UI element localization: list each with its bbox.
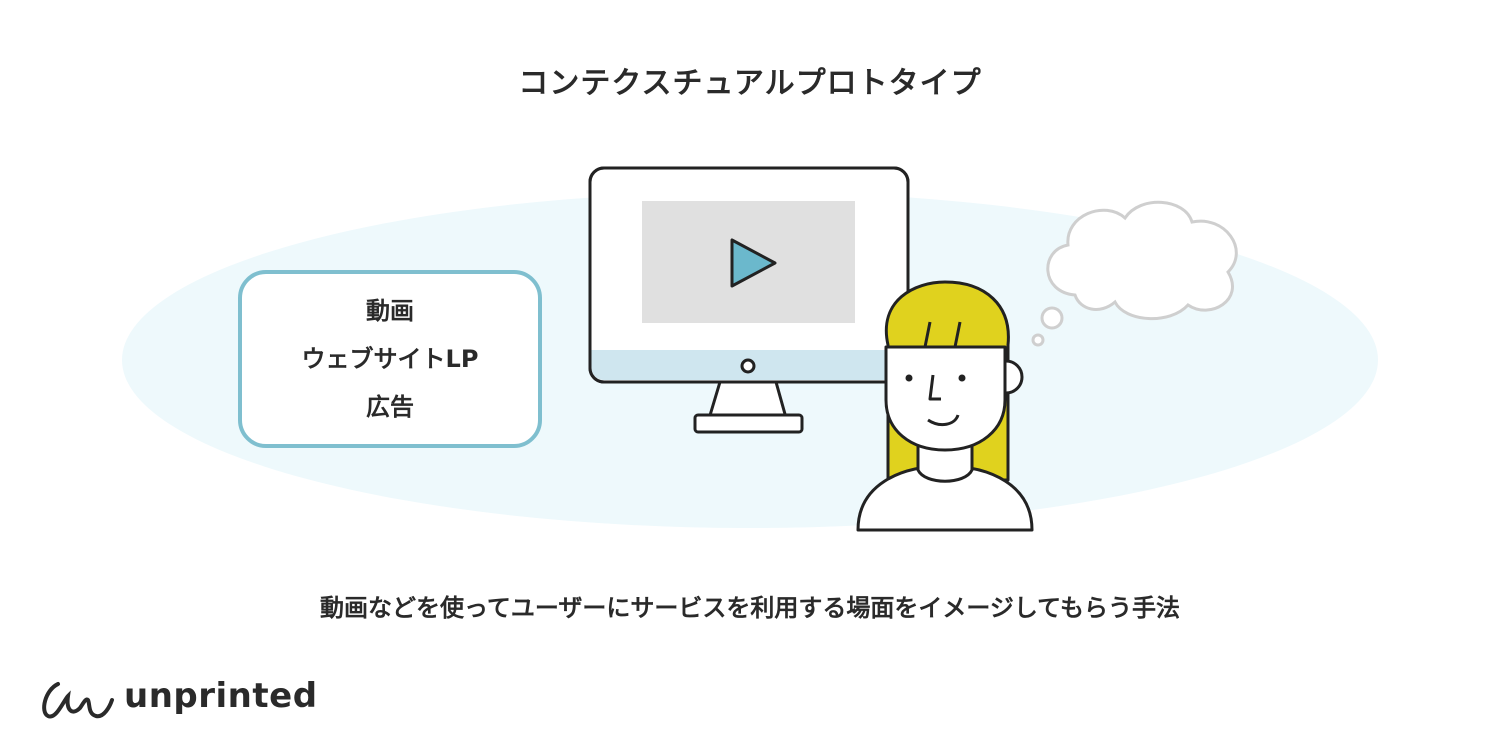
play-icon [730, 238, 777, 288]
logo-text: unprinted [124, 676, 318, 716]
media-type-video: 動画 [366, 297, 414, 325]
media-type-ad: 広告 [366, 393, 414, 421]
logo-mark-icon [42, 682, 114, 719]
person-icon [856, 280, 1034, 532]
page-title: コンテクスチュアルプロトタイプ [518, 66, 982, 101]
media-type-website-lp: ウェブサイトLP [301, 345, 479, 373]
logo: unprinted [38, 676, 318, 716]
media-types-box: 動画 ウェブサイトLP 広告 [238, 270, 542, 448]
description: 動画などを使ってユーザーにサービスを利用する場面をイメージしてもらう手法 [320, 594, 1180, 622]
thought-bubble-icon [1031, 200, 1238, 347]
